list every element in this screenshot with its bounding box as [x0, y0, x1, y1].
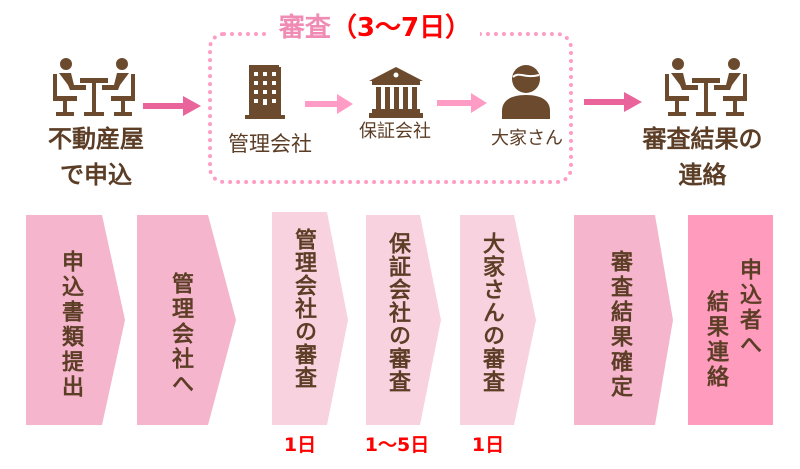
- step-shape-6: [574, 215, 673, 425]
- step-7-label-line1: 申込者へ: [736, 258, 761, 358]
- step-shape-4: [366, 215, 441, 425]
- step-shape-3: [272, 212, 348, 425]
- step-7-label-line2: 結果連絡: [703, 290, 728, 390]
- building-icon: [245, 65, 285, 119]
- step-shape-7: [688, 215, 773, 425]
- step-3-days: 1日: [283, 434, 317, 456]
- meeting-people-icon: [53, 58, 135, 116]
- result-label-line1: 審査結果の: [642, 125, 763, 153]
- arrow-right-icon: [437, 93, 487, 113]
- management-label: 管理会社: [228, 132, 312, 156]
- apply-label-line1: 不動産屋: [48, 125, 144, 153]
- arrow-right-icon: [143, 96, 201, 116]
- step-3-label: 管理会社の審査: [291, 228, 316, 389]
- review-title: 審査（3〜7日）: [270, 10, 480, 46]
- step-1-label: 申込書類提出: [58, 250, 83, 400]
- apply-label-line2: で申込: [60, 161, 132, 189]
- step-5-label: 大家さんの審査: [479, 232, 504, 393]
- step-2-label: 管理会社へ: [168, 272, 193, 397]
- person-icon: [502, 65, 550, 119]
- step-shape-2: [137, 215, 236, 425]
- step-4-label: 保証会社の審査: [385, 232, 410, 393]
- step-shapes: [26, 212, 773, 425]
- step-5-days: 1日: [471, 434, 505, 456]
- meeting-people-icon: [665, 58, 747, 116]
- arrow-right-icon: [305, 94, 353, 114]
- arrow-right-icon: [584, 92, 642, 112]
- step-4-days: 1〜5日: [364, 434, 430, 456]
- review-period: （3〜7日）: [330, 13, 472, 43]
- step-shape-5: [460, 215, 536, 425]
- bank-icon: [369, 67, 423, 118]
- review-title-text: 審査: [278, 13, 331, 43]
- step-6-label: 審査結果確定: [607, 250, 632, 400]
- landlord-label: 大家さん: [491, 128, 563, 149]
- guarantor-label: 保証会社: [359, 121, 431, 142]
- step-shape-1: [26, 215, 125, 425]
- result-label-line2: 連絡: [678, 161, 727, 189]
